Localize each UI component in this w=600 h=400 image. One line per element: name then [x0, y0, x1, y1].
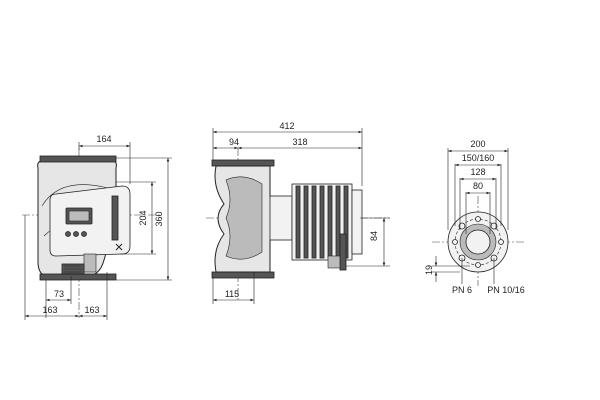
- motor-cap: [351, 189, 363, 255]
- side-cable-gland: [339, 233, 347, 271]
- flange-bore: [465, 229, 491, 255]
- control-display-screen: [68, 210, 90, 222]
- front-view: 164 204 360 73 163 163: [22, 134, 172, 320]
- dim-73-label: 73: [54, 289, 64, 299]
- brand-label-strip: [111, 195, 119, 241]
- side-top-flange: [211, 159, 275, 167]
- front-bottom-flange: [39, 273, 117, 281]
- dim-163-left-label: 163: [42, 305, 57, 315]
- front-terminal-box: [83, 253, 97, 273]
- dim-115-label: 115: [225, 289, 239, 299]
- dim-19-label: 19: [424, 265, 434, 275]
- dim-360-label: 360: [154, 211, 164, 226]
- dim-80-label: 80: [473, 181, 483, 191]
- dim-204-label: 204: [138, 210, 148, 225]
- dim-200-label: 200: [470, 139, 485, 149]
- dim-128-label: 128: [470, 167, 485, 177]
- side-bottom-flange: [211, 271, 275, 279]
- dim-84-label: 84: [369, 231, 379, 241]
- dim-94-label: 94: [229, 137, 239, 147]
- control-button: [81, 231, 87, 237]
- front-top-flange: [39, 155, 117, 163]
- dim-164-label: 164: [96, 134, 111, 144]
- dim-163-right-label: 163: [84, 305, 99, 315]
- flange-view: 200 150/160 128 80 19 PN 6 PN 10/16: [424, 139, 525, 295]
- pn6-label: PN 6: [452, 285, 472, 295]
- front-terminal-grid: [64, 265, 82, 273]
- side-adapter: [269, 195, 293, 241]
- control-button: [65, 231, 71, 237]
- dim-412-label: 412: [279, 121, 294, 131]
- cooling-fins: [295, 185, 349, 259]
- dim-318-label: 318: [292, 137, 307, 147]
- dim-150-160-label: 150/160: [462, 153, 495, 163]
- side-view: 412 94 318 115 84: [206, 121, 390, 304]
- control-button: [73, 231, 79, 237]
- pn10-16-label: PN 10/16: [487, 285, 525, 295]
- side-impeller-housing: [225, 176, 263, 260]
- front-volute-curve: [41, 184, 109, 207]
- brand-logo-icon: [115, 243, 123, 251]
